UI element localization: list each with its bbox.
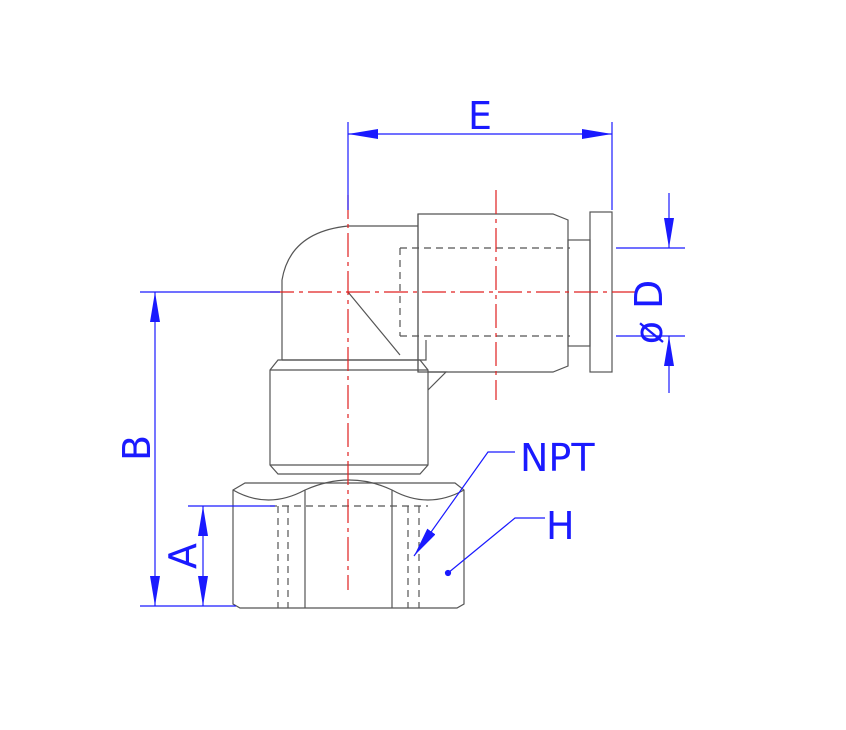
dimensions (140, 122, 685, 607)
tube-web (427, 371, 448, 391)
label-a: A (161, 543, 205, 569)
tube-body (417, 213, 569, 373)
collet-ring (567, 239, 591, 347)
neck (269, 359, 429, 475)
hex-nut (232, 482, 465, 609)
h-leader-dot (444, 569, 452, 577)
hex-nut-flats (232, 479, 465, 608)
label-h: H (546, 504, 575, 548)
centerlines (270, 190, 640, 590)
neck-band (270, 369, 428, 466)
label-b: B (115, 435, 159, 461)
label-d: ø D (627, 280, 671, 345)
hidden-lines (270, 247, 570, 608)
h-leader (447, 517, 545, 574)
label-npt: NPT (520, 436, 595, 480)
elbow-body (281, 225, 427, 361)
npt-leader (413, 451, 515, 557)
label-e: E (468, 94, 492, 138)
part-outline (232, 211, 613, 609)
